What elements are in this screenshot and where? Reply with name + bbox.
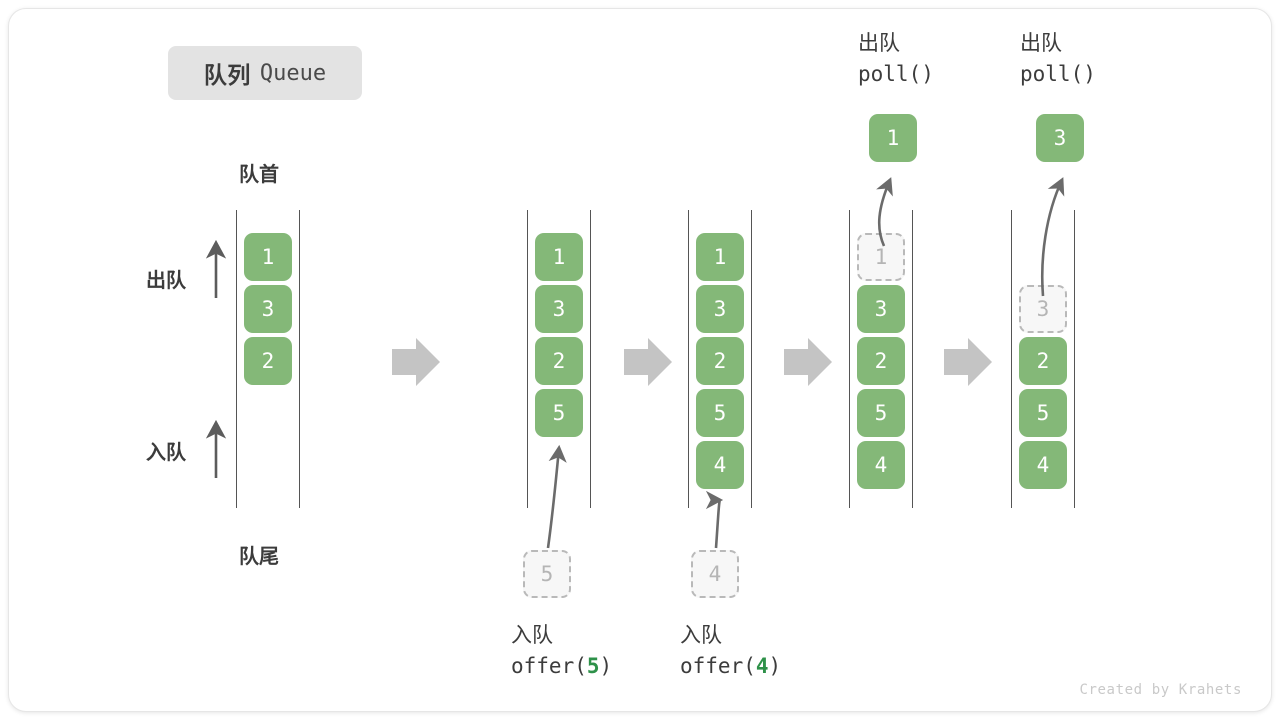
watermark: Created by Krahets [1079, 682, 1242, 698]
offer-code-value: 5 [586, 654, 600, 679]
offer-code: offer(5) [511, 651, 612, 682]
poll-label-cn: 出队 [1020, 32, 1062, 55]
offer-label-cn: 入队 [511, 624, 553, 647]
dequeue-direction-label: 出队 [146, 270, 186, 292]
queue-element: 4 [857, 441, 905, 489]
queue-element: 1 [244, 233, 292, 281]
queue-rail-after-offer-5 [527, 210, 591, 508]
queue-element: 4 [1019, 441, 1067, 489]
queue-element: 3 [857, 285, 905, 333]
offer-label-cn: 入队 [680, 624, 722, 647]
queue-element: 4 [696, 441, 744, 489]
queue-element-removed: 3 [1019, 285, 1067, 333]
queue-element: 3 [244, 285, 292, 333]
queue-head-label: 队首 [239, 164, 279, 186]
queue-element: 2 [696, 337, 744, 385]
queue-rail-poll-3 [1011, 210, 1075, 508]
queue-element: 1 [535, 233, 583, 281]
queue-rail-poll-1 [849, 210, 913, 508]
offer-caption-5: 入队 offer(5) [511, 620, 612, 682]
queue-element: 5 [535, 389, 583, 437]
offer-code-value: 4 [755, 654, 769, 679]
queue-rail-after-offer-4 [688, 210, 752, 508]
offer-caption-4: 入队 offer(4) [680, 620, 781, 682]
poll-code: poll() [858, 62, 934, 87]
queue-rail-initial [236, 210, 300, 508]
queue-element-removed: 1 [857, 233, 905, 281]
poll-caption-3: 出队 poll() [1020, 28, 1096, 90]
queue-element: 5 [1019, 389, 1067, 437]
offer-source-box-5: 5 [523, 550, 571, 598]
offer-code-prefix: offer( [511, 654, 587, 679]
queue-element: 2 [244, 337, 292, 385]
offer-source-box-4: 4 [691, 550, 739, 598]
enqueue-direction-label: 入队 [146, 442, 186, 464]
popped-element-1: 1 [869, 114, 917, 162]
poll-code: poll() [1020, 62, 1096, 87]
title-english: Queue [259, 60, 327, 86]
diagram-title-badge: 队列 Queue [168, 46, 362, 100]
queue-element: 3 [535, 285, 583, 333]
queue-element: 3 [696, 285, 744, 333]
diagram-card [8, 8, 1272, 712]
queue-element: 1 [696, 233, 744, 281]
offer-code: offer(4) [680, 651, 781, 682]
queue-tail-label: 队尾 [239, 546, 279, 568]
popped-element-3: 3 [1036, 114, 1084, 162]
offer-code-suffix: ) [768, 654, 782, 679]
queue-element: 5 [857, 389, 905, 437]
queue-element: 2 [857, 337, 905, 385]
offer-code-suffix: ) [599, 654, 613, 679]
offer-code-prefix: offer( [680, 654, 756, 679]
queue-element: 5 [696, 389, 744, 437]
poll-caption-1: 出队 poll() [858, 28, 934, 90]
poll-label-cn: 出队 [858, 32, 900, 55]
title-chinese: 队列 [203, 62, 251, 88]
queue-element: 2 [1019, 337, 1067, 385]
queue-element: 2 [535, 337, 583, 385]
